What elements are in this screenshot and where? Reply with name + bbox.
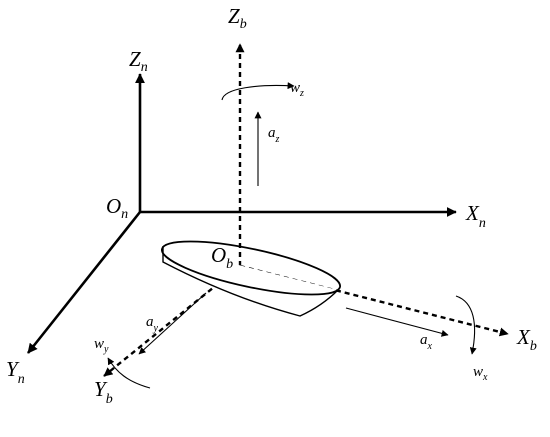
wz-rotation-arrow (221, 82, 295, 101)
nav-x-label: Xn (465, 201, 486, 231)
disc-bottom-edge (162, 246, 339, 317)
wy-rotation-arrow (107, 357, 151, 389)
nav-origin-label: On (106, 194, 128, 222)
wy-label: wy (94, 336, 109, 355)
ay-label: ay (146, 314, 159, 334)
wz-label: wz (290, 80, 304, 99)
body-origin-label: Ob (211, 243, 233, 272)
body-x-label: Xb (516, 325, 537, 354)
az-label: az (268, 125, 280, 145)
disc-top-ellipse (161, 240, 341, 296)
vehicle-disc (161, 240, 341, 317)
nav-z-label: Zn (129, 47, 148, 75)
wx-label: wx (473, 364, 488, 383)
nav-y-label: Yn (6, 357, 25, 387)
nav-y-axis (26, 211, 142, 354)
wx-rotation-arrow (455, 295, 477, 355)
ay-arrow (138, 292, 207, 355)
body-y-label: Yb (94, 377, 113, 407)
ax-arrow (345, 307, 449, 337)
body-z-label: Zb (228, 4, 247, 32)
ax-label: ax (420, 332, 433, 352)
